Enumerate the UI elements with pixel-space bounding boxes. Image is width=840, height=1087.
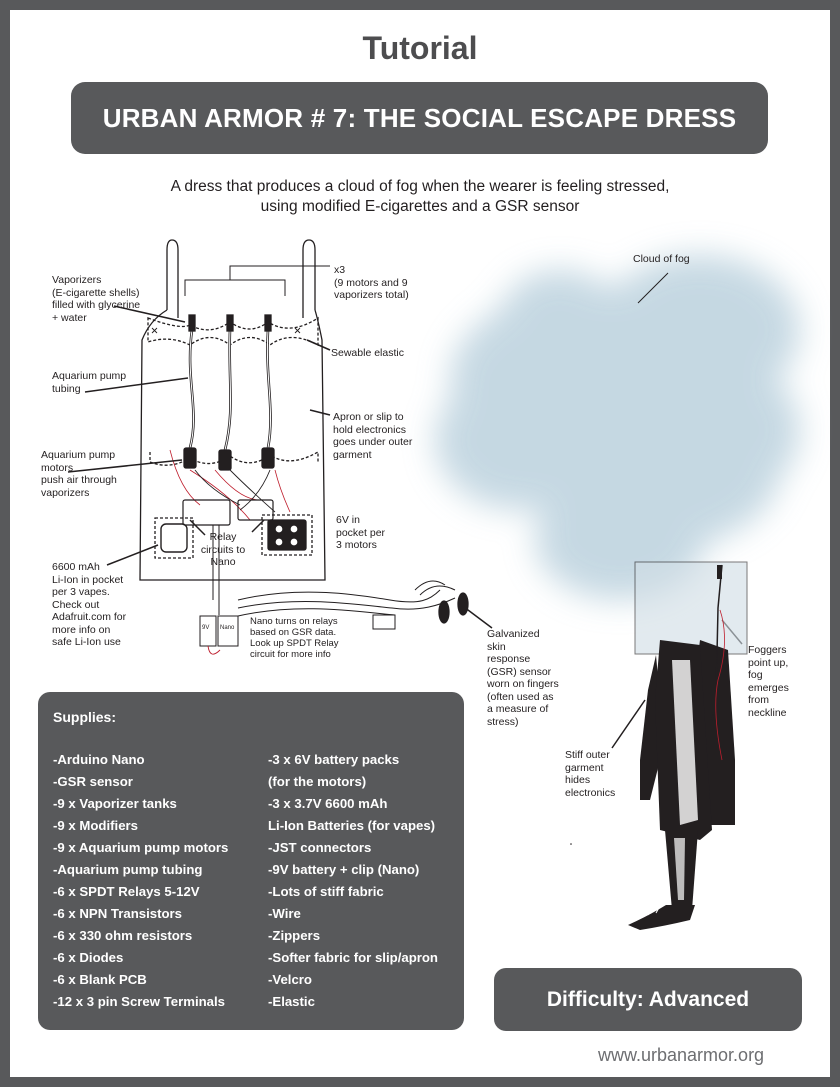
website-link[interactable]: www.urbanarmor.org [598, 1045, 765, 1065]
supply-item: -Elastic [268, 994, 315, 1009]
supply-item: -Wire [268, 906, 301, 921]
subtitle: A dress that produces a cloud of fog whe… [100, 177, 740, 217]
supply-item: -12 x 3 pin Screw Terminals [53, 994, 225, 1009]
supply-item: -GSR sensor [53, 774, 133, 789]
label-9v: 9V [202, 625, 210, 631]
tutorial-banner: URBAN ARMOR # 7: THE SOCIAL ESCAPE DRESS [71, 82, 768, 154]
supply-item: (for the motors) [268, 774, 367, 789]
supply-item: -6 x 330 ohm resistors [53, 928, 193, 943]
supply-item: -6 x Diodes [53, 950, 124, 965]
supply-item: -Velcro [268, 972, 312, 987]
wearer-figure [570, 561, 748, 930]
supply-item: -6 x SPDT Relays 5-12V [53, 884, 200, 899]
subtitle-line-1: A dress that produces a cloud of fog whe… [170, 178, 670, 195]
supply-item: -6 x Blank PCB [53, 972, 147, 987]
cloud-pointer [637, 272, 669, 304]
supply-item: -Softer fabric for slip/apron [268, 950, 438, 965]
supply-item: -Lots of stiff fabric [268, 884, 384, 899]
difficulty-badge: Difficulty: Advanced [494, 968, 802, 1031]
supply-item: -Aquarium pump tubing [53, 862, 203, 877]
page-title: Tutorial [362, 30, 478, 66]
supply-item: -Arduino Nano [53, 752, 145, 767]
supply-item: -9 x Vaporizer tanks [53, 796, 177, 811]
label-vaporizers: Vaporizers(E-cigarette shells) filled wi… [52, 274, 141, 324]
apron-diagram [139, 239, 469, 655]
supply-item: -3 x 3.7V 6600 mAh [268, 796, 388, 811]
supplies-column-2: -3 x 6V battery packs (for the motors) -… [268, 749, 438, 1013]
supplies-title: Supplies: [53, 709, 117, 725]
supply-item: -9 x Modifiers [53, 818, 139, 833]
supply-item: -JST connectors [268, 840, 372, 855]
supply-item: Li-Ion Batteries (for vapes) [268, 818, 436, 833]
supply-item: -9 x Aquarium pump motors [53, 840, 229, 855]
supply-item: -Zippers [268, 928, 321, 943]
subtitle-line-2: using modified E-cigarettes and a GSR se… [260, 198, 580, 215]
supply-item: -6 x NPN Transistors [53, 906, 182, 921]
supply-item: -3 x 6V battery packs [268, 752, 400, 767]
supplies-column-1: -Arduino Nano -GSR sensor -9 x Vaporizer… [53, 749, 228, 1013]
label-cloud: Cloud of fog [633, 253, 690, 265]
fog-cloud [435, 255, 800, 600]
supply-item: -9V battery + clip (Nano) [268, 862, 420, 877]
supplies-box: Supplies: -Arduino Nano -GSR sensor -9 x… [38, 692, 464, 1030]
label-nano: Nano [220, 625, 235, 631]
label-sewable-elastic: Sewable elastic [331, 347, 404, 359]
